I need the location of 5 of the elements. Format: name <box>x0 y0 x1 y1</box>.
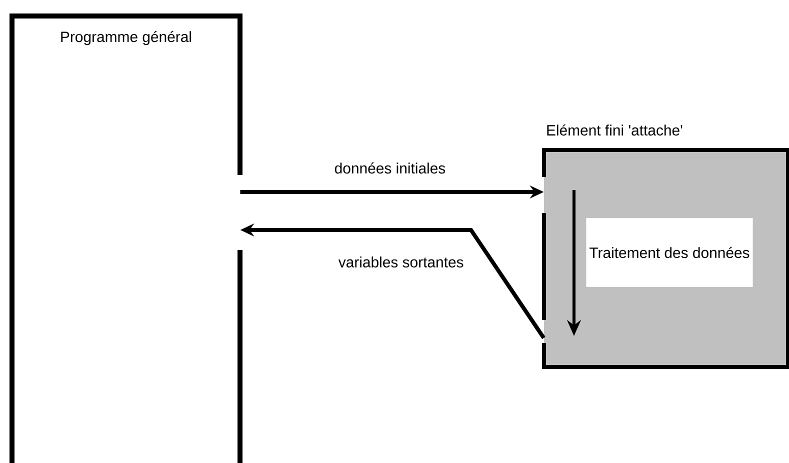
edge-label: variables sortantes <box>337 256 465 268</box>
program-box: Programme général <box>10 14 242 463</box>
edge-label: données initiales <box>333 161 447 175</box>
node-label: Elément fini 'attache' <box>547 124 682 136</box>
process-label-box: Traitement des données <box>586 218 753 287</box>
